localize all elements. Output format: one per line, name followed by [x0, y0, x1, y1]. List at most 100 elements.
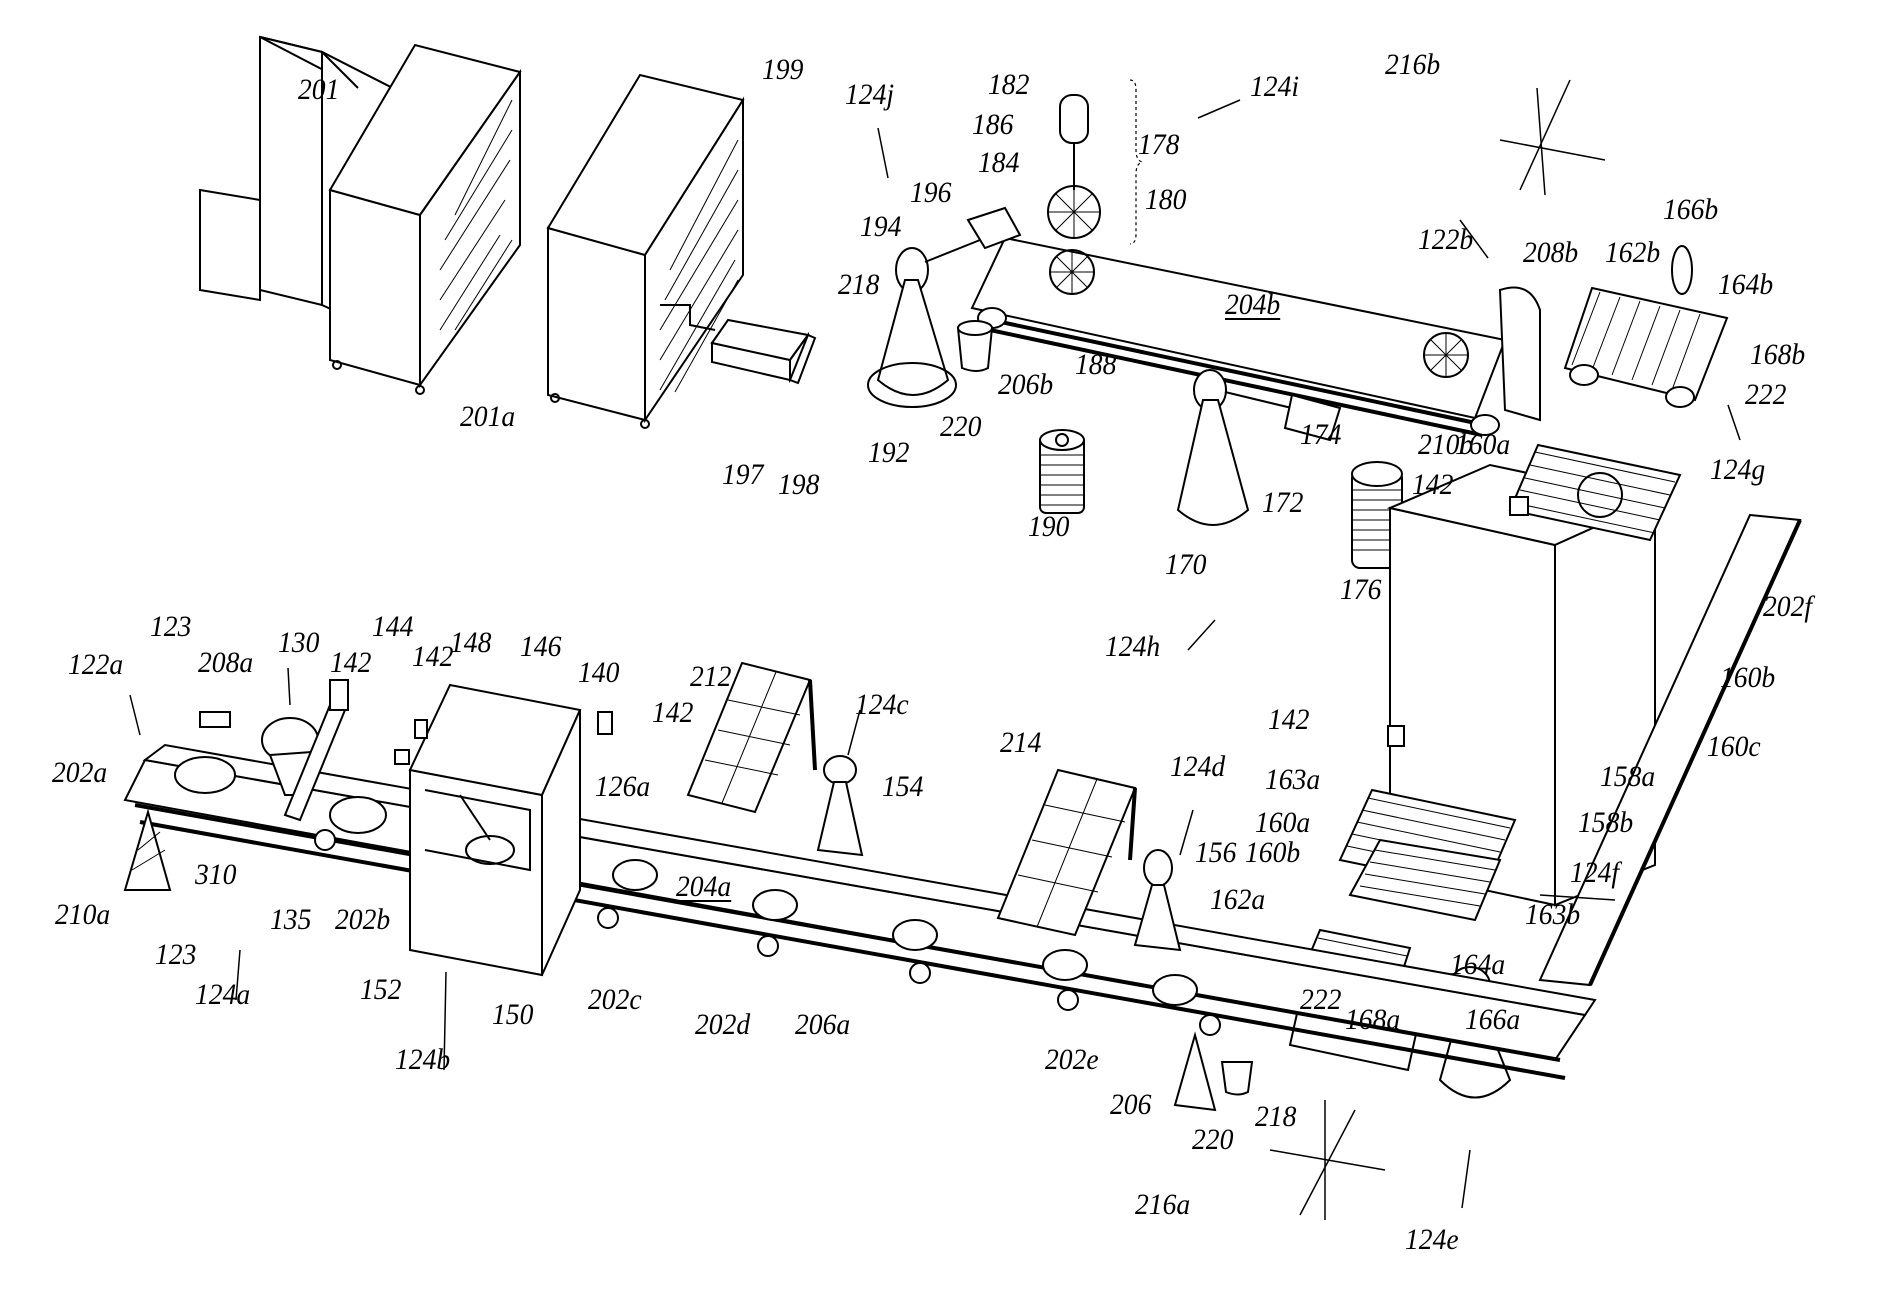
label-202a: 202a: [52, 756, 108, 789]
label-122b: 122b: [1418, 223, 1474, 256]
label-218-bot: 218: [1255, 1100, 1297, 1133]
label-202e: 202e: [1045, 1043, 1099, 1076]
label-142-c: 142: [652, 696, 694, 729]
label-156: 156: [1195, 836, 1237, 869]
label-176: 176: [1340, 573, 1382, 606]
label-148: 148: [450, 626, 492, 659]
label-160a-top: 160a: [1455, 428, 1511, 461]
label-178: 178: [1138, 128, 1180, 161]
label-124a: 124a: [195, 978, 251, 1011]
label-166b: 166b: [1663, 193, 1719, 226]
label-162a: 162a: [1210, 883, 1266, 916]
label-202d: 202d: [695, 1008, 751, 1041]
label-124c: 124c: [855, 688, 909, 721]
direction-arrows-216a: [1269, 1100, 1386, 1220]
label-204a: 204a: [676, 870, 732, 903]
label-146: 146: [520, 630, 562, 663]
label-152: 152: [360, 973, 402, 1006]
label-140: 140: [578, 656, 620, 689]
label-142-d: 142: [1268, 703, 1310, 736]
topping-dispenser-178: [1047, 79, 1144, 245]
label-208a: 208a: [198, 646, 254, 679]
label-172: 172: [1262, 486, 1304, 519]
oven-enclosure-146: [394, 683, 613, 977]
label-222-top: 222: [1745, 378, 1787, 411]
label-160c: 160c: [1707, 730, 1761, 763]
label-190: 190: [1028, 510, 1070, 543]
label-216a: 216a: [1135, 1188, 1191, 1221]
label-124h: 124h: [1105, 630, 1161, 663]
label-124j: 124j: [845, 78, 895, 111]
label-198: 198: [778, 468, 820, 501]
label-202f: 202f: [1763, 590, 1813, 623]
label-196: 196: [910, 176, 952, 209]
label-208b: 208b: [1523, 236, 1579, 269]
label-210a: 210a: [55, 898, 111, 931]
label-150: 150: [492, 998, 534, 1031]
tower-210a: [123, 808, 172, 891]
label-164a: 164a: [1450, 948, 1506, 981]
label-124i: 124i: [1250, 70, 1300, 103]
label-202b: 202b: [335, 903, 391, 936]
storage-cabinet-201-body: [328, 43, 522, 395]
label-130: 130: [278, 626, 320, 659]
label-123-bot: 123: [155, 938, 197, 971]
storage-cabinet-199: [546, 73, 745, 429]
label-201a: 201a: [460, 400, 516, 433]
label-123-top: 123: [150, 610, 192, 643]
label-174: 174: [1300, 418, 1342, 451]
control-module-197: [710, 318, 817, 385]
label-201: 201: [298, 73, 340, 106]
label-216b: 216b: [1385, 48, 1441, 81]
label-158a: 158a: [1600, 760, 1656, 793]
label-135: 135: [270, 903, 312, 936]
label-166a: 166a: [1465, 1003, 1521, 1036]
label-154: 154: [882, 770, 924, 803]
label-170: 170: [1165, 548, 1207, 581]
label-160a-mid: 160a: [1255, 806, 1311, 839]
label-182: 182: [988, 68, 1030, 101]
label-180: 180: [1145, 183, 1187, 216]
dough-press-130: [199, 679, 349, 822]
label-144: 144: [372, 610, 414, 643]
label-192: 192: [868, 436, 910, 469]
label-124g: 124g: [1710, 453, 1766, 486]
label-160b-right: 160b: [1720, 661, 1776, 694]
label-204b: 204b: [1225, 288, 1281, 321]
label-310: 310: [195, 858, 237, 891]
tower-206: [1173, 1031, 1254, 1112]
label-186: 186: [972, 108, 1014, 141]
label-142-right: 142: [1412, 468, 1454, 501]
label-124d: 124d: [1170, 750, 1226, 783]
oven-conveyor-160: [1338, 443, 1802, 987]
sauce-cup-220-top: [956, 320, 994, 372]
robot-arm-170: [1176, 369, 1342, 526]
label-210b: 210b: [1418, 428, 1474, 461]
label-188: 188: [1075, 348, 1117, 381]
label-168a: 168a: [1345, 1003, 1401, 1036]
label-220-bot: 220: [1192, 1123, 1234, 1156]
ingredient-bin-212: [686, 661, 864, 857]
label-206a: 206a: [795, 1008, 851, 1041]
label-158b: 158b: [1578, 806, 1634, 839]
label-164b: 164b: [1718, 268, 1774, 301]
direction-arrows-216b: [1499, 79, 1606, 196]
label-168b: 168b: [1750, 338, 1806, 371]
pizza-box-stack-190: [1039, 429, 1085, 514]
label-202c: 202c: [588, 983, 642, 1016]
label-218-top: 218: [838, 268, 880, 301]
conveyor-204b: [970, 236, 1541, 437]
label-206: 206: [1110, 1088, 1152, 1121]
label-220-top: 220: [940, 410, 982, 443]
label-124b: 124b: [395, 1043, 451, 1076]
label-163b: 163b: [1525, 898, 1581, 931]
ingredient-bin-214: [996, 768, 1182, 952]
label-206b: 206b: [998, 368, 1054, 401]
label-197: 197: [722, 458, 764, 491]
label-222-bot: 222: [1300, 983, 1342, 1016]
cutting-station-124g: [1563, 245, 1729, 408]
label-142-b: 142: [412, 640, 454, 673]
label-194: 194: [860, 210, 902, 243]
label-163a: 163a: [1265, 763, 1321, 796]
